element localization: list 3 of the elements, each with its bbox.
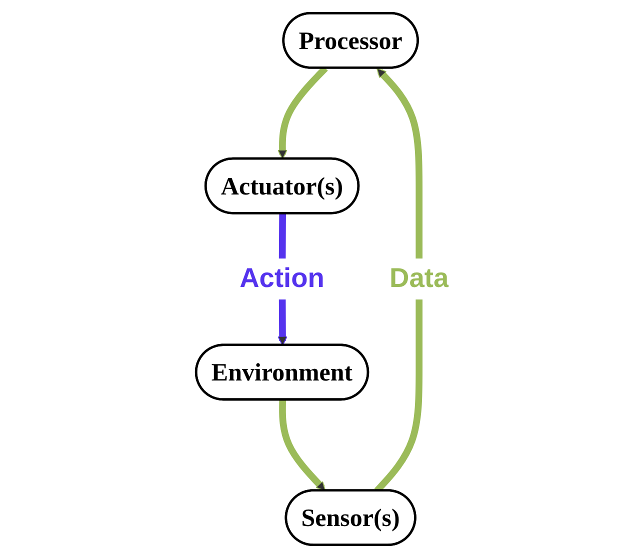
arrow (278, 400, 326, 492)
edge-label: Action (239, 263, 324, 294)
edge-label: Data (389, 263, 448, 294)
